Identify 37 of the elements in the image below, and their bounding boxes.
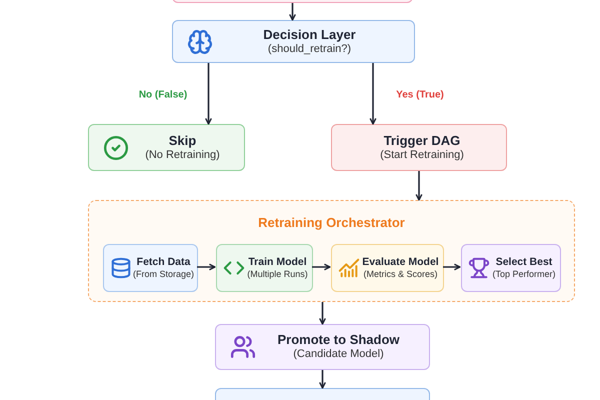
node-title: Fetch Data	[136, 256, 190, 269]
node-subtitle: (Top Performer)	[492, 268, 556, 280]
arrow	[370, 63, 376, 125]
arrow	[312, 264, 331, 270]
process-box	[216, 244, 313, 292]
arrow	[443, 264, 461, 270]
arrow	[416, 171, 422, 201]
process-box	[331, 244, 444, 292]
arrow	[197, 264, 216, 270]
node-title: Evaluate Model	[362, 256, 439, 269]
process-box	[215, 324, 430, 370]
node-title: Skip	[168, 132, 196, 149]
edge-label: No (False)	[136, 88, 190, 102]
group-title: Retraining Orchestrator	[257, 214, 406, 232]
node-subtitle: (Metrics & Scores)	[363, 268, 438, 280]
process-box	[461, 244, 561, 292]
node-subtitle: (From Storage)	[132, 268, 194, 280]
node-title: Select Best	[496, 256, 552, 269]
process-box	[103, 244, 198, 292]
node-subtitle: (Candidate Model)	[293, 348, 384, 362]
group-container	[88, 200, 575, 302]
node-subtitle: (Start Retraining)	[380, 148, 464, 162]
node-subtitle: (No Retraining)	[145, 148, 220, 162]
arrow	[319, 370, 326, 389]
decision-box	[172, 20, 415, 63]
node-title: Decision Layer	[263, 26, 356, 43]
process-box	[331, 124, 507, 171]
node-subtitle: (Multiple Runs)	[247, 268, 308, 280]
node-subtitle: (should_retrain?)	[268, 42, 352, 56]
arrow	[289, 3, 296, 21]
arrow	[205, 63, 212, 125]
node-title: Trigger DAG	[384, 132, 460, 149]
arrow	[319, 302, 326, 325]
node-title: Train Model	[248, 256, 307, 269]
node-title: Promote to Shadow	[277, 332, 400, 348]
edge-label: Yes (True)	[394, 88, 446, 102]
process-box	[88, 124, 245, 171]
